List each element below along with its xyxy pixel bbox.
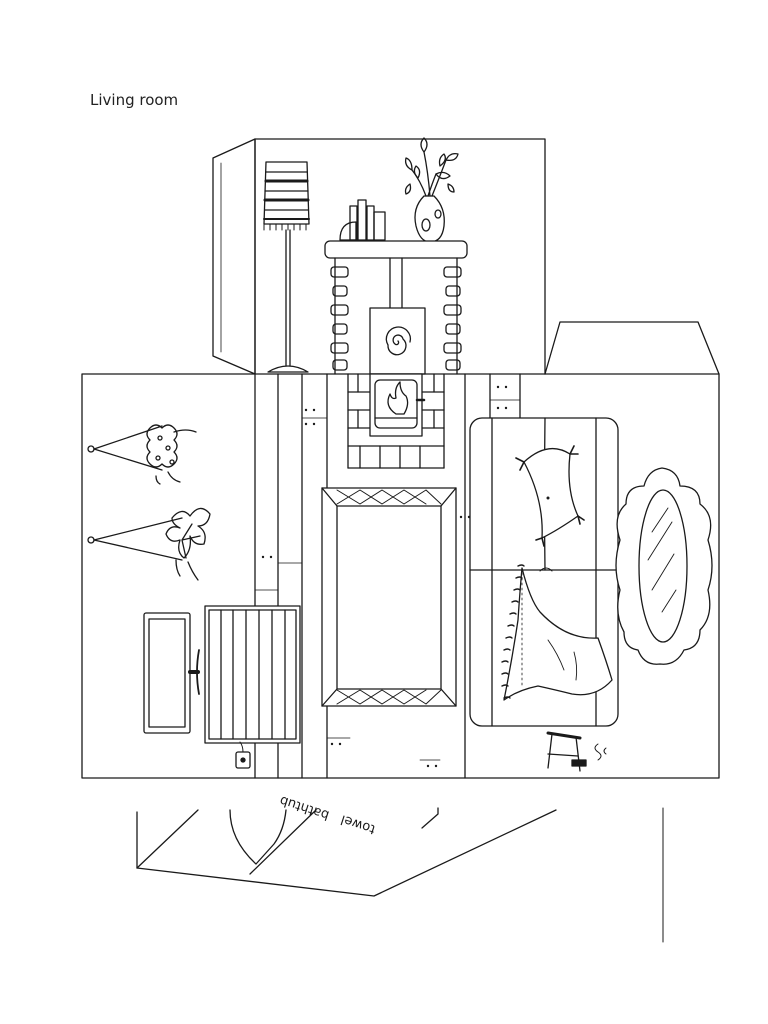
spiral-icon <box>386 327 410 355</box>
mirror-icon <box>616 468 712 664</box>
floor-lamp-icon <box>264 162 309 372</box>
flower-vase-icon <box>406 138 459 242</box>
pillow-icon <box>516 446 584 546</box>
flame-icon <box>388 382 408 414</box>
hanging-plant-icon <box>88 425 196 484</box>
towel-label: towel <box>339 811 377 836</box>
back-wall-flap <box>213 139 545 374</box>
tv-icon <box>144 613 198 733</box>
hanging-plant-icon <box>88 508 210 580</box>
socket-icon <box>236 742 250 768</box>
fireplace-hearth <box>348 374 444 468</box>
stool-icon <box>548 733 606 771</box>
table-icon <box>197 606 300 743</box>
bottom-fragment <box>137 808 663 942</box>
books-icon <box>340 200 385 240</box>
page-title: Living room <box>90 91 179 109</box>
fireplace-icon <box>325 241 467 374</box>
bathtub-label: bathtub <box>278 792 331 822</box>
blanket-icon <box>502 565 612 700</box>
rug-icon <box>322 488 456 706</box>
